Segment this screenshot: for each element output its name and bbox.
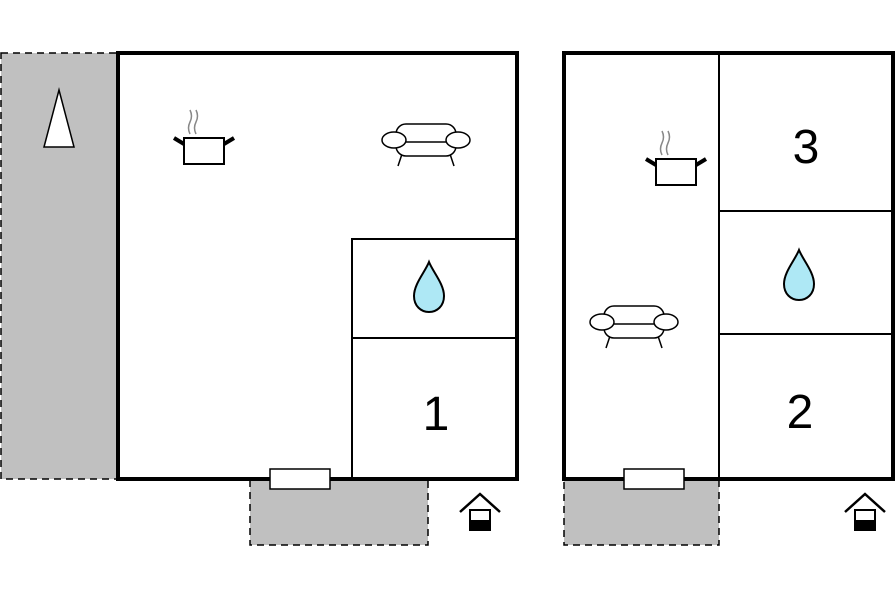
door-icon	[269, 468, 331, 490]
north-arrow-icon	[43, 87, 75, 148]
room-2-label: 2	[787, 386, 814, 439]
room-1	[351, 337, 518, 480]
bathroom-2	[718, 210, 894, 335]
terrace-area-bottom	[249, 478, 429, 546]
floor-2-outline	[562, 51, 895, 481]
room-3-label: 3	[793, 121, 820, 174]
terrace-area	[563, 478, 720, 546]
entrance-house-icon	[458, 492, 502, 532]
door-icon	[623, 468, 685, 490]
floor-1-outline	[116, 51, 519, 481]
room-1-label: 1	[423, 388, 450, 441]
floor-2: 3 2	[562, 51, 895, 546]
floor-1: 1	[0, 51, 519, 546]
entrance-house-icon	[843, 492, 887, 532]
